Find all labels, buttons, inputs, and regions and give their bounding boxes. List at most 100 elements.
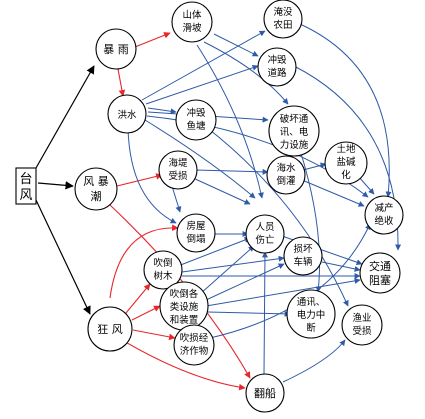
node-haishui: 海水 倒灌 [266,155,306,195]
node-fanchuan-line-1: 翻船 [254,386,276,400]
node-yuye-line-1: 渔业 [352,313,371,324]
node-haishui-line-1: 海水 [276,162,296,174]
node-tongxunzhongduan-line-1: 通讯、 [297,297,326,308]
node-pohuaitongxun-line-3: 力设施 [280,139,309,151]
node-renyuan: 人员 伤亡 [245,214,285,254]
node-renyuan-line-1: 人员 [255,222,274,233]
edge-kuangfeng-chuisun [132,329,176,341]
node-haishui-line-2: 倒灌 [276,175,296,187]
edge-chuidaosheshi-sunhuai [205,263,285,301]
node-fangwu-line-2: 倒塌 [186,233,205,245]
node-baoyu-line-1: 暴 雨 [103,43,129,56]
node-hongshui: 洪水 [107,94,147,134]
edge-pohuaitongxun-tongxunzhongduan [299,149,322,293]
edge-fanchuan-renyuan [261,251,268,375]
edge-chonghuiyutang-yuye [204,125,349,307]
node-fengbaochao-line-1: 风 暴 [83,175,109,188]
edge-hongshui-chonghuiyutang [147,107,177,115]
edge-tudi-jianchan [357,175,375,195]
node-chuisun-line-1: 吹损经 [180,332,209,344]
node-fengbaochao: 风 暴 潮 [74,167,118,211]
node-taifeng-line-1: 台 [19,172,32,187]
edge-yanmei-jianchan [299,23,392,198]
node-chonghuiyutang-line-2: 鱼塘 [186,120,206,132]
node-fanchuan: 翻船 [245,373,285,413]
edge-fanchuan-yuye [282,339,346,383]
node-chuidaosheshi-line-1: 吹倒各 [170,288,199,300]
node-chonghuidaolu-line-2: 道路 [267,67,287,79]
edge-root-kuangfeng [35,199,91,315]
node-renyuan-line-2: 伤亡 [255,234,274,246]
edge-root-fengbaochao [37,181,74,190]
edge-baoyu-shanti [134,32,171,48]
node-sunhuai-line-1: 损坏 [293,243,313,255]
node-chonghuiyutang-line-1: 冲毁 [186,107,206,119]
edge-haishui-tudi [302,162,327,171]
node-tudi-line-1: 土地 [336,143,356,155]
edge-haidi-fangwu [171,185,182,213]
node-tudi-line-3: 化 [341,169,351,181]
edge-chuidaosheshi-tongxunzhongduan [207,310,291,317]
node-tudi: 土地 盐碱 化 [324,141,368,185]
edge-chuidaosheshi-renyuan [199,245,255,295]
node-haidi-line-1: 海堤 [168,157,188,169]
node-shanti-line-1: 山体 [182,9,202,21]
edge-kuangfeng-fanchuan [121,339,246,391]
node-tongxunzhongduan-line-2: 电力中 [297,309,326,321]
node-haidi-line-2: 受损 [168,170,188,182]
node-pohuaitongxun-line-1: 破坏通 [280,113,309,125]
edge-shanti-pohuaitongxun [203,41,289,105]
node-haidi: 海堤 受损 [158,150,198,190]
node-fangwu: 房屋 倒塌 [176,213,216,253]
node-chuidaosheshi: 吹倒各 类设施 和装置 [159,281,209,331]
node-jianchan-line-1: 减产 [374,202,393,214]
node-tongxunzhongduan: 通讯、 电力中 断 [286,289,336,339]
node-chonghuiyutang: 冲毁 鱼塘 [175,99,217,141]
node-taifeng-line-2: 风 [19,188,32,203]
node-yuye: 渔业 受损 [341,304,383,346]
edge-haishui-jianchan [301,179,365,207]
node-yanmei-line-1: 淹没 [273,6,293,18]
node-kuangfeng: 狂 风 [87,306,133,352]
edge-shanti-chonghuidaolu [213,33,259,57]
edge-sunhuai-jiaotong [321,261,361,272]
node-chuidaosheshi-line-2: 类设施 [170,301,199,313]
node-jianchan: 减产 绝收 [364,195,404,235]
nodes: 台 风 暴 雨 风 暴 潮 狂 风 洪水 山体 滑坡 淹没 [15,0,404,413]
edge-shanti-renyuan [196,44,264,199]
node-shanti: 山体 滑坡 [171,1,213,43]
node-jiaotong-line-2: 阻塞 [369,273,391,287]
node-yanmei-line-2: 农田 [273,19,292,31]
node-yuye-line-2: 受损 [352,325,372,337]
edges [35,23,402,391]
edge-baoyu-hongshui [117,68,126,97]
node-fengbaochao-line-2: 潮 [91,189,102,203]
edge-hongshui-renyuan [144,119,256,199]
edge-kuangfeng-chuidaosheshi [131,305,161,321]
node-baoyu: 暴 雨 [95,28,137,70]
node-chonghuidaolu-line-1: 冲毁 [267,54,287,66]
edge-hongshui-yanmei [141,30,266,101]
node-hongshui-line-1: 洪水 [117,109,137,121]
node-shanti-line-2: 滑坡 [182,22,202,34]
node-pohuaitongxun: 破坏通 讯、电 力设施 [268,105,320,157]
node-taifeng: 台 风 [15,167,37,205]
node-chuisun: 吹损经 济作物 [173,324,215,366]
edge-haidi-haishui [194,168,269,175]
edge-hongshui-fangwu [127,127,177,224]
node-chonghuidaolu: 冲毁 道路 [257,47,297,87]
edge-root-baoyu [35,65,95,169]
node-jiaotong: 交通 阻塞 [359,252,401,294]
node-chuidaoshumu: 吹倒 树木 [143,250,183,290]
edge-haidi-renyuan [192,177,251,205]
edge-kuangfeng-chuidaoshumu [125,283,151,314]
node-chuisun-line-2: 济作物 [180,345,209,357]
node-jiaotong-line-1: 交通 [369,259,391,273]
node-chuidaoshumu-line-1: 吹倒 [153,257,172,269]
edge-hongshui-chonghuidaolu [145,64,259,105]
node-tongxunzhongduan-line-3: 断 [306,322,316,334]
node-yanmei: 淹没 农田 [263,0,303,39]
node-fangwu-line-1: 房屋 [186,220,205,232]
edge-chuidaosheshi-jiaotong [205,277,361,307]
node-chuidaoshumu-line-2: 树木 [153,270,173,282]
